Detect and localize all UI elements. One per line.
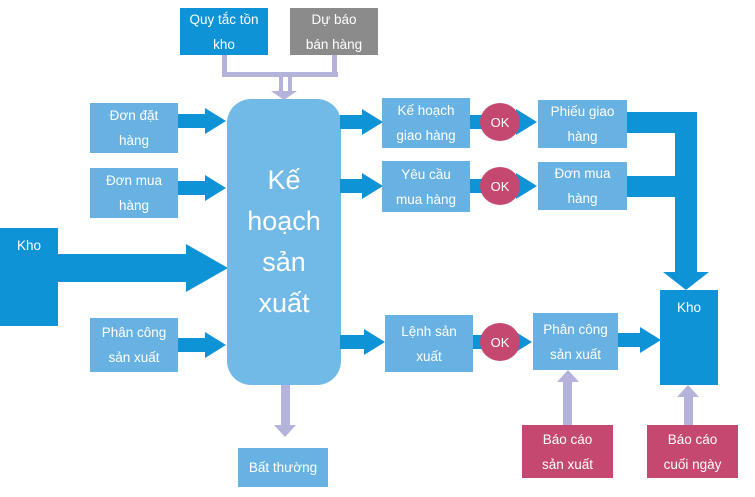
gate-ok-mua-hang: OK xyxy=(480,167,520,205)
node-bat-thuong: Bất thường xyxy=(238,448,328,487)
node-label: Báo cáo sản xuất xyxy=(541,431,594,472)
arrow-plan-to-bat-thuong-shaft xyxy=(281,385,290,425)
node-quy-tac-ton-kho: Quy tắc tồn kho xyxy=(180,8,268,55)
node-label: Quy tắc tồn kho xyxy=(189,11,259,52)
arrow-yc-to-don-mua-head xyxy=(516,173,537,199)
node-label: Kế hoạch giao hàng xyxy=(396,103,456,143)
node-label: Đơn mua hàng xyxy=(105,173,163,213)
node-du-bao-ban-hang: Dự báo bán hàng xyxy=(290,8,378,55)
arrow-merge-to-kho-head xyxy=(663,272,709,290)
node-label: Kế hoạch sản xuất xyxy=(247,165,321,318)
node-label: Phân công sản xuất xyxy=(543,321,608,362)
arrow-bao-cao-sx-up-head xyxy=(557,370,579,382)
node-don-mua-hang-right: Đơn mua hàng xyxy=(538,162,627,210)
connector-du-bao-line xyxy=(332,55,337,73)
node-don-dat-hang: Đơn đặt hàng xyxy=(90,103,178,153)
node-bao-cao-san-xuat: Báo cáo sản xuất xyxy=(522,425,613,478)
node-phan-cong-san-xuat-right: Phân công sản xuất xyxy=(533,313,618,370)
connector-double-line-left xyxy=(279,77,283,91)
arrow-bao-cao-cn-up-head xyxy=(677,385,699,397)
gate-label: OK xyxy=(490,114,510,130)
arrow-phan-cong-to-kho-head xyxy=(640,327,661,353)
arrow-don-mua-to-plan-shaft xyxy=(178,181,205,195)
arrow-bao-cao-cn-up-shaft xyxy=(684,397,693,425)
gate-ok-giao-hang: OK xyxy=(480,103,520,141)
gate-label: OK xyxy=(490,334,510,350)
node-don-mua-hang-left: Đơn mua hàng xyxy=(90,168,178,218)
node-label: Đơn mua hàng xyxy=(554,166,611,206)
arrow-plan-to-yeu-cau-head xyxy=(362,173,383,199)
node-bao-cao-cuoi-ngay: Báo cáo cuối ngày xyxy=(647,425,738,478)
arrow-plan-to-ke-hoach-gh-head xyxy=(362,109,383,135)
node-label: Lệnh sản xuất xyxy=(401,323,457,364)
gate-ok-san-xuat: OK xyxy=(480,323,520,361)
node-ke-hoach-giao-hang: Kế hoạch giao hàng xyxy=(382,98,470,148)
node-phieu-giao-hang: Phiếu giao hàng xyxy=(538,100,627,148)
arrow-don-mua-to-plan-head xyxy=(205,175,226,201)
arrow-top-to-plan-head xyxy=(271,91,297,100)
arrow-bao-cao-sx-up-shaft xyxy=(563,382,572,425)
arrow-phan-cong-to-kho-shaft xyxy=(618,333,640,347)
node-lenh-san-xuat: Lệnh sản xuất xyxy=(385,315,473,372)
arrow-plan-to-bat-thuong-head xyxy=(274,425,296,437)
node-label: Yêu cầu mua hàng xyxy=(395,166,457,207)
arrow-plan-to-yeu-cau-shaft xyxy=(340,179,362,193)
node-label: Kho xyxy=(16,238,42,253)
gate-label: OK xyxy=(490,178,510,194)
arrow-plan-to-lenh-head xyxy=(364,329,385,355)
node-yeu-cau-mua-hang: Yêu cầu mua hàng xyxy=(382,161,470,212)
node-label: Phân công sản xuất xyxy=(101,325,167,365)
arrow-plan-to-ke-hoach-gh-shaft xyxy=(340,115,362,129)
node-label: Dự báo bán hàng xyxy=(305,11,363,52)
node-ke-hoach-san-xuat: Kế hoạch sản xuất xyxy=(227,99,341,385)
node-label: Phiếu giao hàng xyxy=(550,104,615,144)
arrow-don-dat-to-plan-shaft xyxy=(178,114,205,128)
node-label: Kho xyxy=(676,300,702,315)
node-label: Bất thường xyxy=(248,460,318,475)
node-phan-cong-san-xuat-left: Phân công sản xuất xyxy=(90,318,178,372)
arrow-phan-cong-to-plan-shaft xyxy=(178,338,205,352)
arrow-gh-to-phieu-head xyxy=(516,109,537,135)
arrow-don-dat-to-plan-head xyxy=(205,108,226,134)
arrow-kho-to-plan-head xyxy=(186,244,228,292)
connector-merge-line xyxy=(222,72,338,77)
connector-quy-tac-line xyxy=(222,55,227,73)
connector-double-line-right xyxy=(288,77,292,91)
node-label: Báo cáo cuối ngày xyxy=(663,431,722,472)
arrow-plan-to-lenh-shaft xyxy=(340,335,364,349)
arrow-kho-to-plan-shaft xyxy=(58,254,186,282)
arrow-phan-cong-to-plan-head xyxy=(205,332,226,358)
connector-vertical-bar xyxy=(675,112,697,273)
node-kho-right: Kho xyxy=(660,290,718,385)
node-label: Đơn đặt hàng xyxy=(109,108,159,148)
node-kho-left: Kho xyxy=(0,228,58,326)
